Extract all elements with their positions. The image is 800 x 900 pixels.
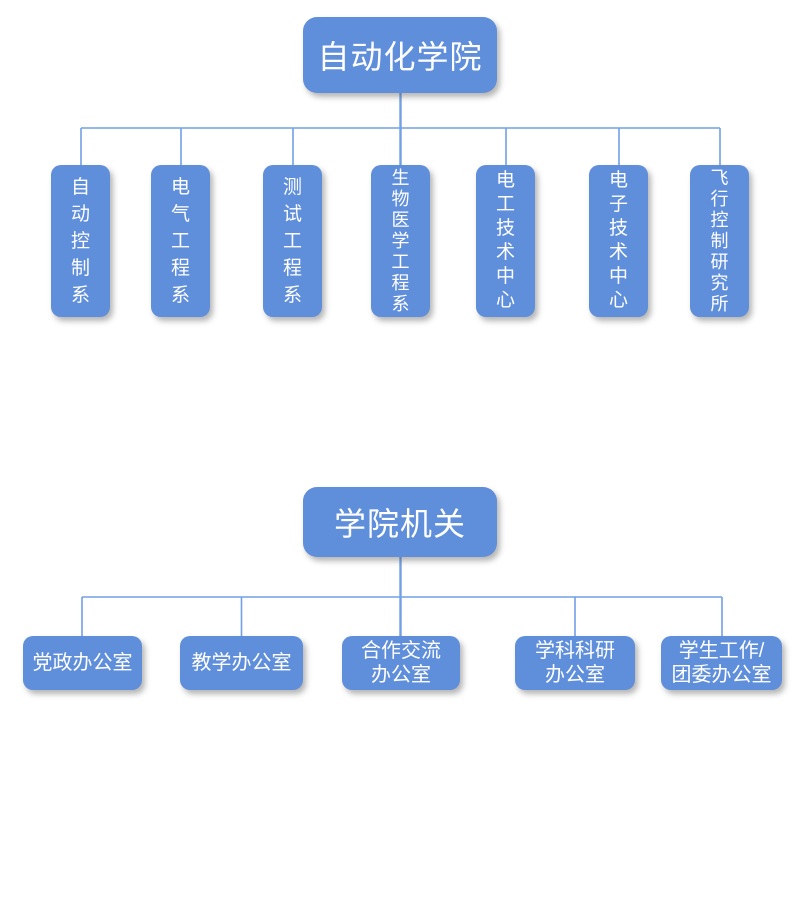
org-node-label: 学科科研 (535, 640, 615, 662)
org-node-label: 生物医学工程系 (391, 167, 410, 314)
org-node-label: 团委办公室 (671, 664, 772, 686)
org-node-label: 自动控制系 (70, 176, 90, 306)
org-node-school-title: 自动化学院 (303, 17, 497, 93)
org-node-label: 党政办公室 (32, 652, 133, 674)
org-node-label: 电气工程系 (170, 176, 190, 306)
org-node-electronic-tech-center: 电子技术中心 (589, 165, 648, 317)
org-node-label: 教学办公室 (191, 652, 292, 674)
org-node-dept-auto-control: 自动控制系 (51, 165, 110, 317)
org-node-label: 电子技术中心 (608, 170, 628, 311)
org-node-party-gov-office: 党政办公室 (23, 636, 142, 690)
org-node-student-work-league-office: 学生工作/ 团委办公室 (661, 636, 782, 690)
org-node-label: 测试工程系 (282, 176, 302, 306)
org-node-label: 办公室 (371, 664, 431, 686)
org-node-label: 办公室 (545, 664, 605, 686)
org-node-label: 学生工作/ (678, 640, 765, 662)
org-node-dept-testing-eng: 测试工程系 (263, 165, 322, 317)
org-node-dept-electrical-eng: 电气工程系 (151, 165, 210, 317)
org-node-label: 合作交流 (361, 640, 441, 662)
org-node-label: 电工技术中心 (495, 170, 515, 311)
org-node-discipline-research-office: 学科科研 办公室 (515, 636, 635, 690)
org-node-offices-title: 学院机关 (303, 487, 497, 557)
org-node-label: 飞行控制研究所 (710, 167, 729, 314)
org-node-dept-biomedical-eng: 生物医学工程系 (371, 165, 430, 317)
org-node-electrical-tech-center: 电工技术中心 (476, 165, 535, 317)
org-node-teaching-office: 教学办公室 (180, 636, 303, 690)
org-node-cooperation-exchange-office: 合作交流 办公室 (342, 636, 460, 690)
org-node-flight-control-institute: 飞行控制研究所 (690, 165, 749, 317)
